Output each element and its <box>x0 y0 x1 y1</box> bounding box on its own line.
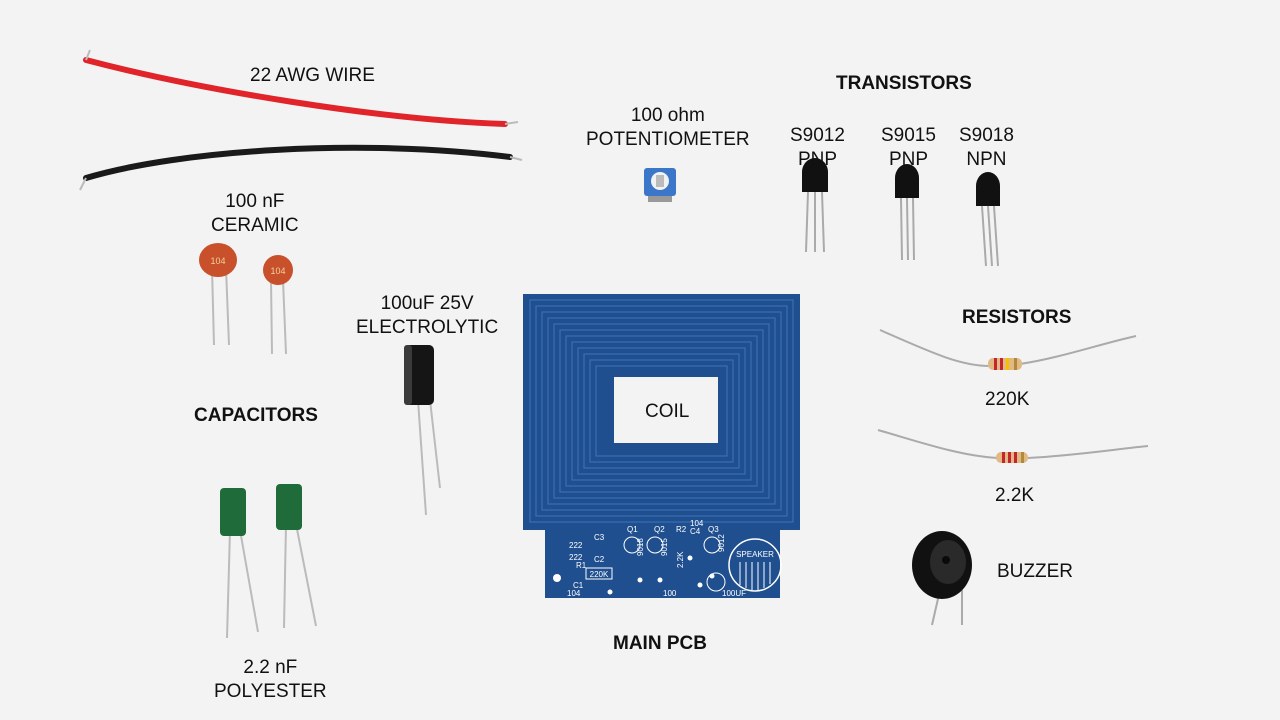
potentiometer-label-line2: POTENTIOMETER <box>586 129 750 150</box>
electrolytic-label-line2: ELECTROLYTIC <box>356 317 499 338</box>
resistor-220k <box>879 329 1137 370</box>
ceramic-label: 100 nF CERAMIC <box>211 190 299 238</box>
pcb-r1: R1 <box>576 561 587 570</box>
pcb-r2-value: 2.2K <box>676 551 685 568</box>
polyester-label-line1: 2.2 nF <box>243 657 298 678</box>
s9018-label-line2: NPN <box>966 149 1007 170</box>
pcb-222a: 222 <box>569 541 583 550</box>
pcb-222b: 222 <box>569 553 583 562</box>
main-pcb: SPEAKER 220K R1 222 222 C3 C2 C1 104 Q1 … <box>523 294 800 598</box>
pcb-c4: C4 <box>690 527 701 536</box>
ceramic-capacitor-2: 104 <box>263 255 293 355</box>
pcb-r1-value: 220K <box>590 570 609 579</box>
pcb-c1-val: 104 <box>567 589 581 598</box>
pcb-c3: C3 <box>594 533 605 542</box>
transistor-s9018 <box>976 172 1000 267</box>
pcb-r2: R2 <box>676 525 687 534</box>
s9015-label-line1: S9015 <box>881 125 936 146</box>
ceramic-marking: 104 <box>270 266 285 276</box>
s9012-label-line1: S9012 <box>790 125 845 146</box>
s9012-label: S9012 PNP <box>790 124 845 172</box>
main-pcb-label: MAIN PCB <box>613 633 707 654</box>
potentiometer-label-line1: 100 ohm <box>630 105 705 126</box>
s9015-label-line2: PNP <box>888 149 929 170</box>
coil-label: COIL <box>645 401 690 422</box>
resistor-220k-label: 220K <box>985 389 1030 410</box>
s9012-label-line2: PNP <box>797 149 838 170</box>
pcb-coil-traces <box>529 299 794 523</box>
pcb-speaker-label: SPEAKER <box>736 550 774 559</box>
pcb-q2: Q2 <box>654 525 665 534</box>
pcb-q3-part: 9012 <box>717 534 726 552</box>
pcb-c4-val: 104 <box>690 519 704 528</box>
pcb-silkscreen: SPEAKER 220K R1 222 222 C3 C2 C1 104 Q1 … <box>553 519 782 598</box>
pcb-elec: 100UF <box>722 589 746 598</box>
red-wire <box>83 49 519 127</box>
pcb-q1-part: 9018 <box>636 538 645 556</box>
buzzer-label: BUZZER <box>997 561 1073 582</box>
polyester-label: 2.2 nF POLYESTER <box>214 656 327 704</box>
coil-window <box>614 377 718 443</box>
pcb-q3: Q3 <box>708 525 719 534</box>
s9015-label: S9015 PNP <box>881 124 936 172</box>
potentiometer-label: 100 ohm POTENTIOMETER <box>586 104 750 152</box>
pcb-c1: C1 <box>573 581 584 590</box>
electrolytic-label: 100uF 25V ELECTROLYTIC <box>356 292 498 340</box>
black-wire <box>79 144 523 191</box>
transistors-heading: TRANSISTORS <box>836 73 972 94</box>
pcb-pot: 100 <box>663 589 677 598</box>
resistors-heading: RESISTORS <box>962 307 1072 328</box>
ceramic-label-line2: CERAMIC <box>211 215 299 236</box>
resistor-2-2k-label: 2.2K <box>995 485 1035 506</box>
electrolytic-label-line1: 100uF 25V <box>380 293 474 314</box>
transistor-s9012 <box>802 158 828 253</box>
ceramic-label-line1: 100 nF <box>225 191 285 212</box>
polyester-capacitor-2 <box>276 484 317 629</box>
ceramic-marking: 104 <box>210 256 225 266</box>
s9018-label: S9018 NPN <box>959 124 1014 172</box>
resistor-2-2k <box>877 429 1149 463</box>
transistor-s9015 <box>895 164 919 261</box>
ceramic-capacitor-1: 104 <box>199 243 237 346</box>
pcb-q2-part: 9015 <box>660 538 669 556</box>
polyester-label-line2: POLYESTER <box>214 681 327 702</box>
buzzer <box>912 531 972 626</box>
pcb-c2: C2 <box>594 555 605 564</box>
s9018-label-line1: S9018 <box>959 125 1014 146</box>
electrolytic-capacitor <box>404 345 441 516</box>
pcb-q1: Q1 <box>627 525 638 534</box>
polyester-capacitor-1 <box>220 488 259 639</box>
potentiometer <box>644 168 676 202</box>
wire-label: 22 AWG WIRE <box>250 65 375 86</box>
capacitors-heading: CAPACITORS <box>194 405 318 426</box>
